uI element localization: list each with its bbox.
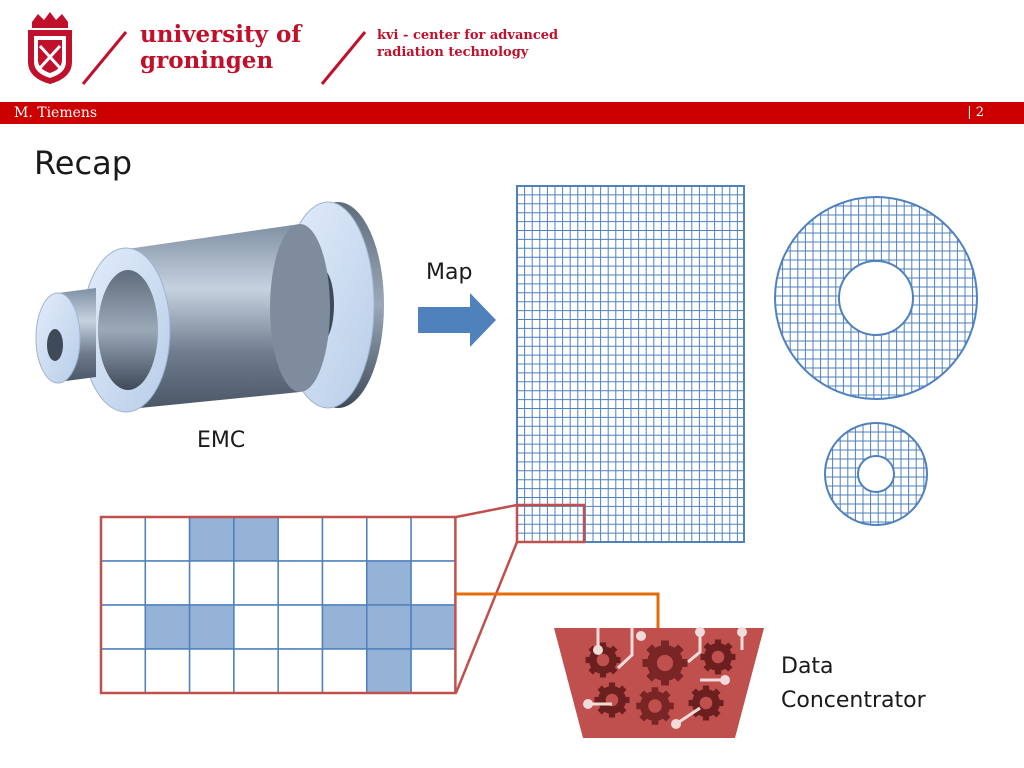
right-arrow-icon — [418, 293, 496, 347]
connection-wire — [456, 592, 660, 628]
zoom-grid-cell — [100, 604, 147, 650]
zoom-grid-cell — [410, 560, 457, 606]
header-bar — [0, 102, 1024, 124]
zoom-grid-cell — [410, 516, 457, 562]
zoom-grid-cell — [144, 648, 191, 694]
zoom-grid-cell — [410, 648, 457, 694]
map-rect-grid — [516, 185, 745, 543]
zoom-grid-cell — [100, 560, 147, 606]
gear-icon — [594, 682, 630, 718]
map-circle-grid-small — [824, 422, 928, 526]
kvi-name: kvi - center for advanced radiation tech… — [377, 27, 558, 61]
zoom-grid-cell — [233, 560, 279, 606]
university-name-line-1: university of — [140, 21, 302, 48]
zoom-grid-cell — [188, 648, 235, 694]
emc-detector-icon — [35, 201, 384, 413]
gear-icon — [700, 639, 736, 675]
kvi-name-line-1: kvi - center for advanced — [377, 28, 559, 43]
gear-icon — [585, 642, 621, 678]
header-divider-1 — [81, 31, 128, 85]
zoom-grid-cell — [188, 560, 235, 606]
zoom-source-box — [515, 503, 586, 544]
slide-title: Recap — [34, 144, 132, 182]
data-concentrator-label-line-1: Data — [781, 654, 834, 679]
university-crest-icon — [28, 12, 72, 84]
gear-icon — [636, 687, 674, 725]
data-concentrator-label-line-2: Concentrator — [781, 688, 926, 713]
zoom-grid-cell — [188, 604, 235, 650]
data-concentrator-icon — [554, 627, 764, 738]
zoom-grid-cell — [233, 604, 279, 650]
zoom-grid-cell — [321, 516, 368, 562]
zoom-grid — [99, 515, 457, 695]
zoom-line-top — [455, 503, 518, 519]
zoom-grid-cell — [366, 648, 412, 694]
gear-icon — [688, 685, 724, 721]
zoom-grid-cell — [277, 648, 324, 694]
zoom-grid-cell — [100, 648, 147, 694]
university-name-line-2: groningen — [140, 47, 274, 74]
zoom-grid-cell — [321, 604, 368, 650]
zoom-grid-cell — [188, 516, 235, 562]
zoom-grid-cell — [321, 560, 368, 606]
zoom-grid-cell — [144, 560, 191, 606]
header-divider-2 — [320, 31, 367, 85]
university-name: university of groningen — [140, 22, 301, 74]
emc-label: EMC — [197, 428, 246, 453]
zoom-grid-cell — [277, 516, 324, 562]
zoom-grid-cell — [321, 648, 368, 694]
zoom-grid-cell — [144, 604, 191, 650]
zoom-grid-cell — [100, 516, 147, 562]
zoom-line-bottom — [454, 541, 519, 694]
data-concentrator-label: Data Concentrator — [781, 650, 926, 718]
zoom-grid-cell — [277, 560, 324, 606]
zoom-grid-cell — [144, 516, 191, 562]
zoom-grid-cell — [233, 516, 279, 562]
zoom-grid-cell — [366, 560, 412, 606]
zoom-grid-cell — [410, 604, 457, 650]
author-name: M. Tiemens — [14, 105, 98, 121]
zoom-grid-cell — [277, 604, 324, 650]
zoom-grid-cell — [366, 604, 412, 650]
zoom-grid-cell — [233, 648, 279, 694]
kvi-name-line-2: radiation technology — [377, 45, 529, 60]
header-graphics — [28, 12, 367, 85]
map-label: Map — [426, 260, 473, 285]
zoom-grid-cell — [366, 516, 412, 562]
gear-icon — [642, 640, 688, 686]
page-number: | 2 — [967, 105, 984, 120]
map-circle-grid-large — [774, 196, 978, 400]
